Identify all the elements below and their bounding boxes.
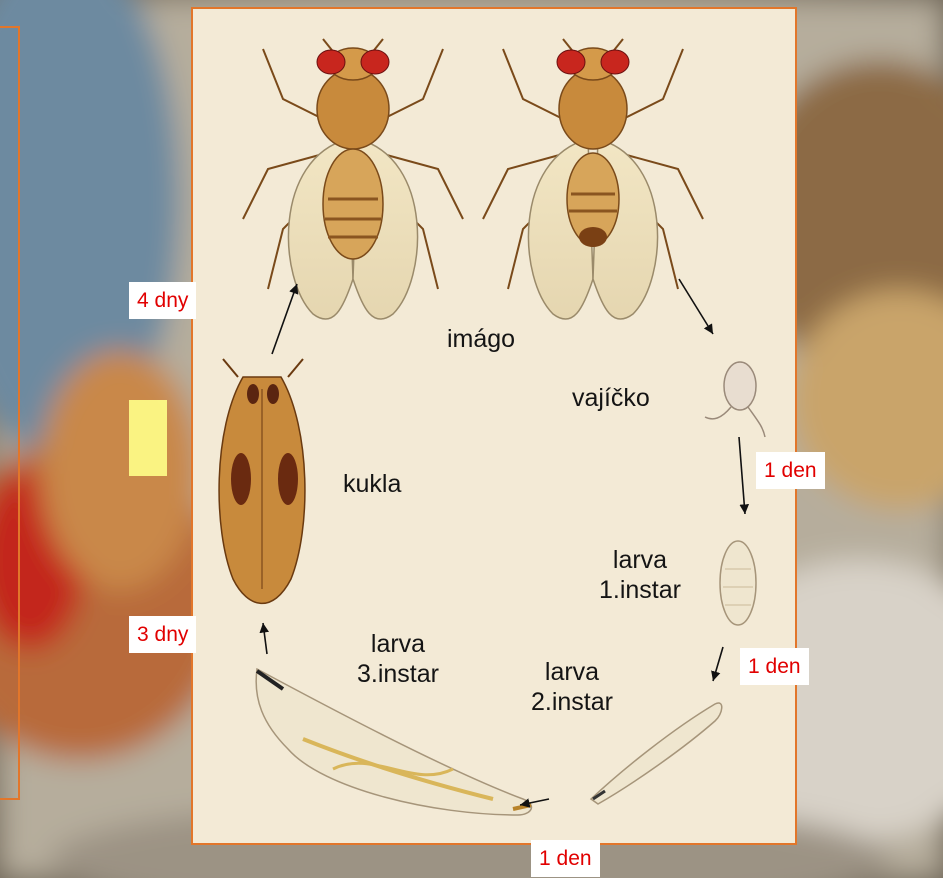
stage-label-imago: imágo bbox=[447, 324, 515, 354]
stage-label-larva-2: larva 2.instar bbox=[531, 657, 613, 717]
stage-label-pupa: kukla bbox=[343, 469, 401, 499]
duration-larva2-to-larva3: 1 den bbox=[531, 840, 600, 877]
duration-pupa-to-imago: 4 dny bbox=[129, 282, 196, 319]
stage-label-larva-3: larva 3.instar bbox=[357, 629, 439, 689]
slide-frame-left bbox=[0, 26, 20, 800]
arrow-larva3-to-pupa bbox=[263, 623, 267, 654]
arrow-pupa-to-imago bbox=[272, 284, 297, 354]
larva-3-instar: 3.instar bbox=[357, 659, 439, 689]
larva-3rd-instar-drawing bbox=[256, 669, 531, 815]
duration-larva3-to-pupa: 3 dny bbox=[129, 616, 196, 653]
duration-larva1-to-larva2: 1 den bbox=[740, 648, 809, 685]
larva-2nd-instar-drawing bbox=[591, 703, 722, 804]
larva-2-name: larva bbox=[531, 657, 613, 687]
larva-2-instar: 2.instar bbox=[531, 687, 613, 717]
sticky-note bbox=[129, 400, 167, 476]
larva-1-instar: 1.instar bbox=[599, 575, 681, 605]
adult-fly-male bbox=[483, 39, 703, 319]
arrow-larva1-to-larva2 bbox=[713, 647, 723, 681]
arrow-imago-to-egg bbox=[679, 279, 713, 334]
life-cycle-diagram: imágo vajíčko kukla larva 1.instar larva… bbox=[191, 7, 797, 845]
stage-label-egg: vajíčko bbox=[572, 383, 650, 413]
egg-drawing bbox=[705, 362, 765, 437]
larva-1st-instar-drawing bbox=[720, 541, 756, 625]
arrow-egg-to-larva1 bbox=[739, 437, 745, 514]
larva-3-name: larva bbox=[357, 629, 439, 659]
adult-fly-female bbox=[243, 39, 463, 319]
duration-egg-to-larva1: 1 den bbox=[756, 452, 825, 489]
pupa-drawing bbox=[219, 359, 305, 603]
life-cycle-drawing bbox=[193, 9, 797, 845]
stage-label-larva-1: larva 1.instar bbox=[599, 545, 681, 605]
larva-1-name: larva bbox=[599, 545, 681, 575]
